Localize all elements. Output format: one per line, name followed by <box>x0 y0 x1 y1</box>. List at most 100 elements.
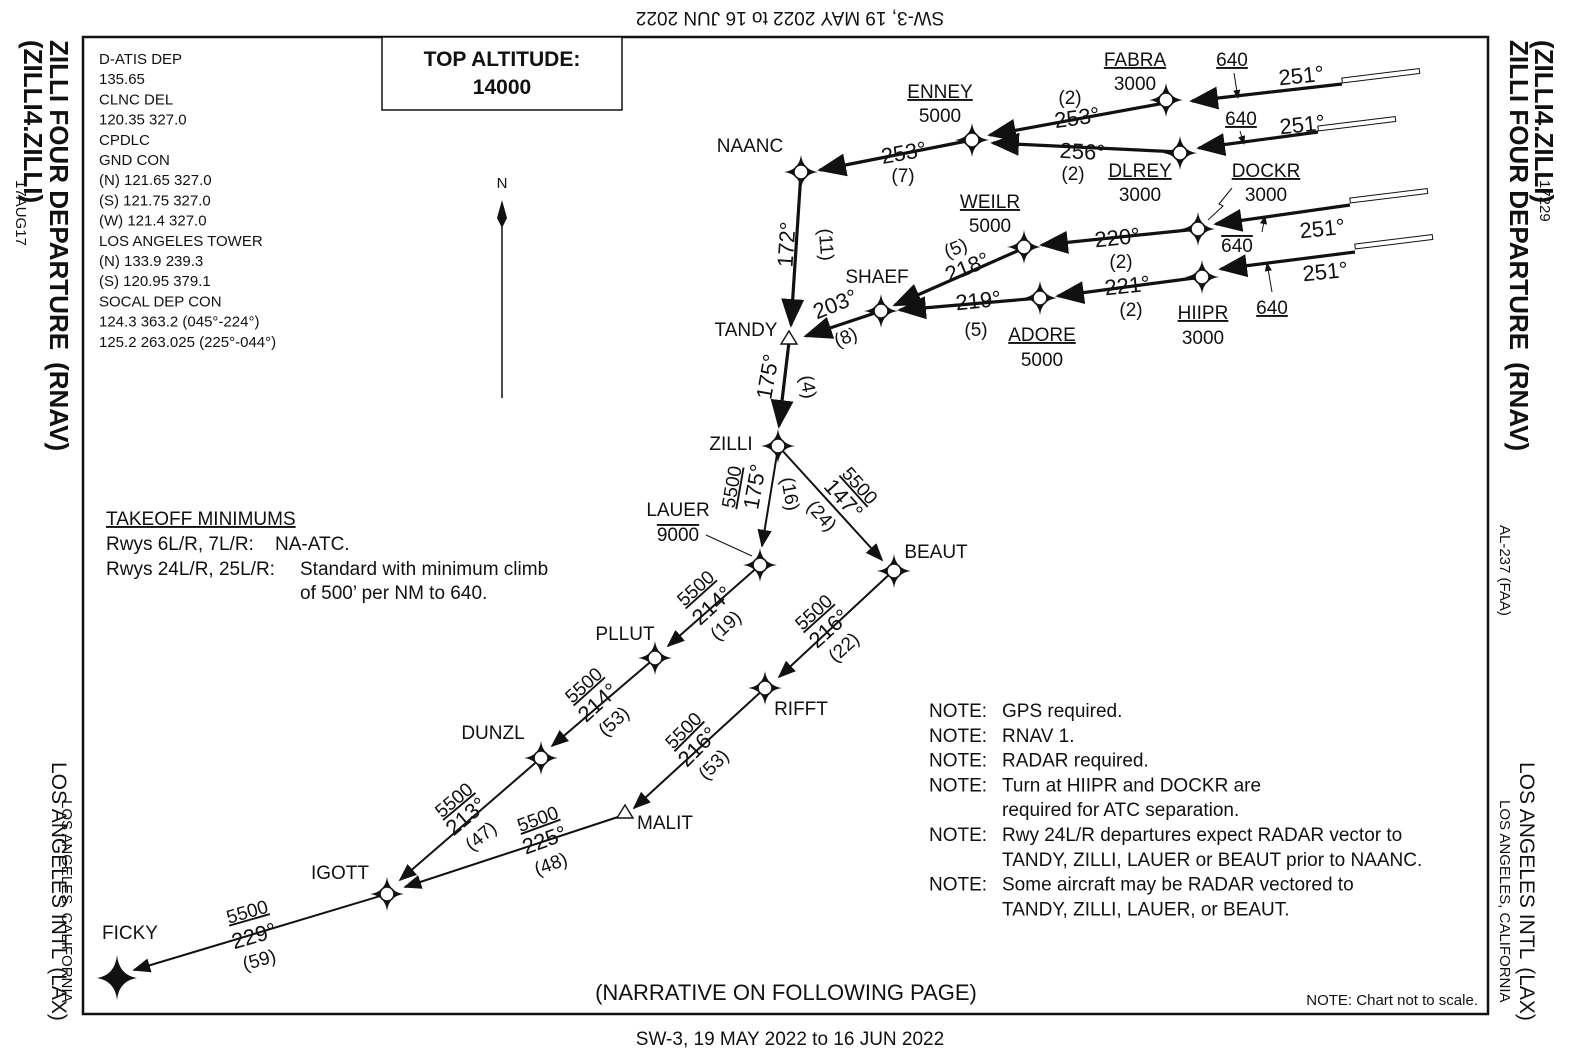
leg-shaef-tandy <box>803 309 882 339</box>
leg-naanc-tandy <box>781 171 805 328</box>
date-right: 17229 <box>1536 180 1553 222</box>
top-altitude-box: TOP ALTITUDE: 14000 <box>381 36 623 111</box>
runway-transition-1 <box>1189 67 1421 110</box>
airport-right: LOS ANGELES INTL(LAX) <box>1515 762 1538 1021</box>
note-label: NOTE: <box>929 726 987 747</box>
note-label: NOTE: <box>929 701 987 722</box>
frequency-line: 124.3 363.2 (045°-224°) <box>99 314 259 331</box>
dockr-name: DOCKR <box>1232 161 1301 182</box>
naanc-name: NAANC <box>717 136 784 157</box>
enney-naanc-dist: (7) <box>891 166 914 187</box>
dlrey-enney-course: 256° <box>1059 138 1106 165</box>
takeoff-minimums-title: TAKEOFF MINIMUMS <box>106 509 296 530</box>
runway-transition-2 <box>1196 115 1397 156</box>
rwy3-course: 251° <box>1298 214 1346 244</box>
rwy2-alt: 640 <box>1225 109 1257 130</box>
leg-dockr-weilr <box>1039 227 1199 254</box>
note-text: Turn at HIIPR and DOCKR are <box>1002 775 1261 796</box>
note-label: NOTE: <box>929 775 987 796</box>
tandy-zilli-course: 175° <box>751 352 784 401</box>
note-label: NOTE: <box>929 751 987 772</box>
tandy-fix-icon <box>779 329 799 345</box>
narrative-note: (NARRATIVE ON FOLLOWING PAGE) <box>595 980 977 1005</box>
leg-labels: 251° 640 251° 640 251° 640 251° 640 253°… <box>224 50 1349 975</box>
rwy4-alt: 640 <box>1256 298 1288 319</box>
lauer-alt: 9000 <box>657 525 699 546</box>
hiipr-fix-icon <box>1184 259 1220 295</box>
frequency-line: CPDLC <box>99 132 150 149</box>
leg-zilli-beaut <box>779 447 884 562</box>
leg-beaut-rifft <box>777 569 895 679</box>
naanc-fix-icon <box>783 154 819 190</box>
beaut-name: BEAUT <box>904 542 968 563</box>
runway-transition-3 <box>1213 187 1429 232</box>
takeoff-minimums: TAKEOFF MINIMUMS Rwys 6L/R, 7L/R: NA-ATC… <box>106 509 548 604</box>
hiipr-alt: 3000 <box>1182 328 1224 349</box>
frequency-line: GND CON <box>99 152 170 169</box>
note-text: RNAV 1. <box>1002 726 1075 747</box>
alt-leader-3 <box>1259 215 1268 233</box>
leg-hiipr-adore <box>1055 275 1203 305</box>
dockr-leader <box>1207 187 1233 221</box>
amendment: AL-237 (FAA) <box>1496 525 1513 616</box>
dockr-fix-icon <box>1180 211 1216 247</box>
takeoff-line2-label: Rwys 24L/R, 25L/R: <box>106 559 275 580</box>
lauer-leader <box>705 534 753 557</box>
rwy3-alt: 640 <box>1221 236 1253 257</box>
top-altitude-label: TOP ALTITUDE: <box>424 48 581 71</box>
effective-dates-top: SW-3, 19 MAY 2022 to 16 JUN 2022 <box>636 7 944 28</box>
frequency-line: SOCAL DEP CON <box>99 293 222 310</box>
hiipr-adore-course: 221° <box>1103 271 1151 301</box>
zilli-lauer-dist: (16) <box>776 476 803 513</box>
igott-fix-icon <box>369 876 405 912</box>
takeoff-line1-value: NA-ATC. <box>275 534 350 555</box>
fix-symbols <box>97 82 1220 1000</box>
date-left: 17AUG17 <box>12 180 29 246</box>
chart-frame <box>81 35 1490 1016</box>
route-lines <box>132 67 1434 973</box>
dlrey-enney-dist: (2) <box>1061 164 1084 185</box>
note-text: required for ATC separation. <box>1002 800 1239 821</box>
frequency-line: (S) 121.75 327.0 <box>99 192 211 209</box>
note-text: TANDY, ZILLI, LAUER or BEAUT prior to NA… <box>1002 850 1422 871</box>
takeoff-line2-value: Standard with minimum climb <box>300 559 548 580</box>
frequency-line: (N) 121.65 327.0 <box>99 172 212 189</box>
leg-dlrey-enney <box>990 132 1181 156</box>
pllut-name: PLLUT <box>595 624 655 645</box>
fabra-name: FABRA <box>1104 50 1167 71</box>
note-text: Rwy 24L/R departures expect RADAR vector… <box>1002 825 1402 846</box>
dlrey-name: DLREY <box>1108 161 1172 182</box>
malit-name: MALIT <box>637 813 693 834</box>
tandy-name: TANDY <box>715 320 778 341</box>
malit-fix-icon <box>615 803 635 819</box>
adore-shaef-course: 219° <box>954 286 1002 316</box>
weilr-name: WEILR <box>960 192 1020 213</box>
rwy2-course: 251° <box>1278 110 1326 140</box>
top-altitude-value: 14000 <box>473 76 531 99</box>
note-text: RADAR required. <box>1002 751 1149 772</box>
frequency-line: (W) 121.4 327.0 <box>99 213 207 230</box>
naanc-tandy-dist: (11) <box>814 228 837 262</box>
weilr-fix-icon <box>1006 229 1042 265</box>
alt-leader-1 <box>1233 72 1241 99</box>
leg-dunzl-igott <box>398 757 542 882</box>
note-label: NOTE: <box>929 875 987 896</box>
tandy-zilli-dist: (4) <box>795 374 820 401</box>
frequency-line: (N) 133.9 239.3 <box>99 253 203 270</box>
notes-block: NOTE:GPS required.NOTE:RNAV 1.NOTE:RADAR… <box>929 701 1422 920</box>
shaef-name: SHAEF <box>845 267 908 288</box>
dockr-weilr-course: 220° <box>1093 223 1141 253</box>
leg-igott-ficky <box>132 893 388 973</box>
frequency-line: LOS ANGELES TOWER <box>99 233 263 250</box>
frequency-line: CLNC DEL <box>99 91 173 108</box>
frequency-line: 125.2 263.025 (225°-044°) <box>99 334 276 351</box>
runway-transition-4 <box>1218 233 1434 278</box>
leg-malit-igott <box>403 814 625 889</box>
leg-adore-shaef <box>897 296 1041 320</box>
rwy1-alt: 640 <box>1216 50 1248 71</box>
rifft-name: RIFFT <box>774 699 828 720</box>
ficky-fix-icon <box>97 955 137 1000</box>
dunzl-name: DUNZL <box>461 723 524 744</box>
